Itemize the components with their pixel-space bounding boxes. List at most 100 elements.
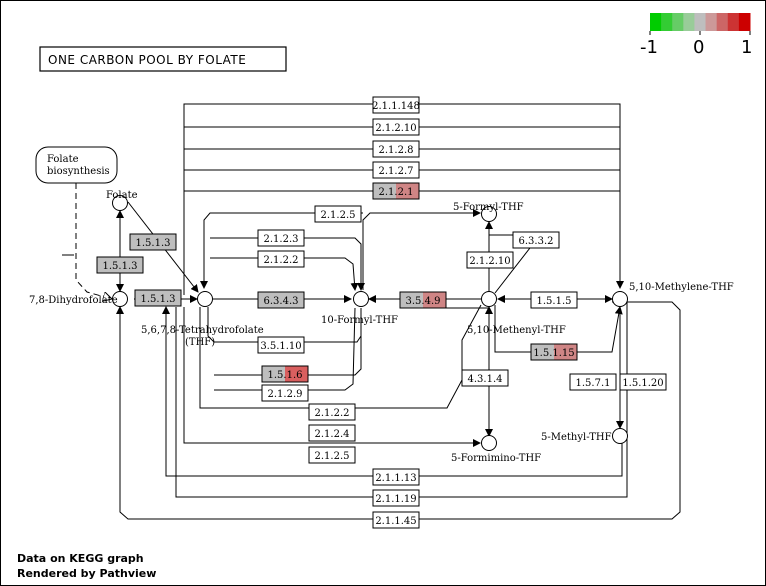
enzyme-box-border: [129, 233, 177, 251]
enzyme-box-2-1-2-2-a[interactable]: 2.1.2.2: [257, 250, 305, 268]
enzyme-box-4-3-1-4[interactable]: 4.3.1.4: [461, 369, 509, 387]
enzyme-label: 1.5.1.20: [622, 378, 663, 389]
enzyme-label: 2.1.1.45: [375, 516, 416, 527]
enzyme-box-2-1-1-19[interactable]: 2.1.1.19: [372, 489, 420, 507]
enzyme-box-border: [257, 291, 305, 309]
enzyme-box-2-1-2-5-bot[interactable]: 2.1.2.5: [308, 446, 356, 464]
enzyme-box-border: [372, 161, 420, 179]
enzyme-box-fill: [258, 251, 304, 267]
compound-5-methyl-thf[interactable]: [612, 428, 628, 444]
enzyme-label: 2.1.2.1: [379, 187, 414, 198]
enzyme-box-1-5-1-6[interactable]: 1.5.1.6: [261, 365, 309, 383]
enzyme-label: 1.5.7.1: [576, 378, 611, 389]
enzyme-box-border: [308, 424, 356, 442]
enzyme-box-2-1-1-13[interactable]: 2.1.1.13: [372, 468, 420, 486]
enzyme-box-border: [372, 118, 420, 136]
enzyme-box-border: [261, 365, 309, 383]
enzyme-box-2-1-2-8[interactable]: 2.1.2.8: [372, 140, 420, 158]
enzyme-box-2-1-2-4[interactable]: 2.1.2.4: [308, 424, 356, 442]
compound-5-10-methylene-thf[interactable]: [612, 291, 628, 307]
scale-label-mid: 0: [693, 37, 704, 58]
enzyme-boxes: 2.1.1.148 2.1.2.10 2.1.2.8 2.1.2.7 2.1.2.1 2.…: [96, 96, 667, 529]
enzyme-label: 2.1.1.19: [375, 494, 416, 505]
color-scale-swatch: [716, 13, 729, 31]
enzyme-box-border: [257, 250, 305, 268]
color-scale-swatch: [661, 13, 673, 31]
enzyme-box-1-5-1-3-b[interactable]: 1.5.1.3: [96, 256, 144, 274]
credit-line-1: Data on KEGG graph: [17, 552, 144, 565]
enzyme-box-fill: [130, 234, 176, 250]
enzyme-box-1-5-7-1[interactable]: 1.5.7.1: [569, 373, 617, 391]
compound-5-10-methenyl-thf[interactable]: [481, 291, 497, 307]
enzyme-box-border: [372, 96, 420, 114]
compound-label-thf: 5,6,7,8-Tetrahydrofolate: [141, 325, 264, 336]
enzyme-box-border: [314, 205, 362, 223]
compound-label-5-10-methenyl-thf: 5,10-Methenyl-THF: [467, 325, 566, 336]
enzyme-box-1-5-1-20[interactable]: 1.5.1.20: [619, 373, 667, 391]
enzyme-box-border: [308, 446, 356, 464]
enzyme-box-2-1-1-148[interactable]: 2.1.1.148: [372, 96, 420, 114]
enzyme-box-2-1-1-45[interactable]: 2.1.1.45: [372, 511, 420, 529]
enzyme-box-fill: [531, 292, 577, 308]
compound-5-formyl-thf[interactable]: [481, 206, 497, 222]
enzyme-box-1-5-1-3-c[interactable]: 1.5.1.3: [134, 289, 182, 307]
compounds: Folate 7,8-Dihydrofolate 5,6,7,8-Tetrahy…: [29, 190, 734, 464]
enzyme-box-fill: [513, 232, 559, 248]
enzyme-box-2-1-2-3[interactable]: 2.1.2.3: [257, 229, 305, 247]
enzyme-box-border: [399, 291, 447, 309]
color-scale: -1 0 1: [640, 13, 752, 58]
compound-dihydrofolate[interactable]: [112, 291, 128, 307]
enzyme-box-border: [530, 291, 578, 309]
enzyme-box-2-1-2-9[interactable]: 2.1.2.9: [261, 384, 309, 402]
compound-thf[interactable]: [197, 291, 213, 307]
enzyme-box-fill: [258, 230, 304, 246]
enzyme-box-2-1-2-1[interactable]: 2.1.2.1: [372, 182, 420, 200]
enzyme-label: 2.1.2.7: [379, 166, 414, 177]
page-title: ONE CARBON POOL BY FOLATE: [48, 53, 246, 67]
enzyme-box-fill-expr: [423, 292, 446, 308]
enzyme-box-6-3-3-2[interactable]: 6.3.3.2: [512, 231, 560, 249]
enzyme-box-3-5-1-10[interactable]: 3.5.1.10: [257, 336, 305, 354]
enzyme-box-fill: [467, 252, 513, 268]
compound-5-formimino-thf[interactable]: [481, 435, 497, 451]
enzyme-box-border: [569, 373, 617, 391]
color-scale-swatch: [738, 13, 751, 31]
enzyme-box-fill-expr: [554, 344, 577, 360]
map-link-label-line2: biosynthesis: [47, 166, 110, 177]
enzyme-label: 4.3.1.4: [468, 374, 503, 385]
enzyme-box-2-1-2-10-top[interactable]: 2.1.2.10: [372, 118, 420, 136]
enzyme-box-2-1-2-2-b[interactable]: 2.1.2.2: [308, 403, 356, 421]
compound-label-5-methyl-thf: 5-Methyl-THF: [541, 432, 612, 443]
color-scale-swatch: [672, 13, 684, 31]
enzyme-label: 2.1.2.5: [321, 210, 356, 221]
enzyme-box-1-5-1-3-a[interactable]: 1.5.1.3: [129, 233, 177, 251]
enzyme-box-fill-expr: [396, 183, 419, 199]
enzyme-box-border: [619, 373, 667, 391]
compound-10-formyl-thf[interactable]: [353, 291, 369, 307]
enzyme-box-fill: [135, 290, 181, 306]
enzyme-box-2-1-2-5-top[interactable]: 2.1.2.5: [314, 205, 362, 223]
enzyme-box-3-5-4-9[interactable]: 3.5.4.9: [399, 291, 447, 309]
enzyme-box-fill: [315, 206, 361, 222]
map-link-folate-biosynthesis[interactable]: [35, 146, 118, 184]
enzyme-box-fill: [373, 469, 419, 485]
enzyme-label: 6.3.3.2: [519, 236, 554, 247]
enzyme-box-2-1-2-10-mid[interactable]: 2.1.2.10: [466, 251, 514, 269]
enzyme-box-2-1-2-7[interactable]: 2.1.2.7: [372, 161, 420, 179]
color-scale-swatch: [683, 13, 695, 31]
enzyme-box-1-5-1-5[interactable]: 1.5.1.5: [530, 291, 578, 309]
enzyme-box-fill: [97, 257, 143, 273]
enzyme-box-border: [257, 336, 305, 354]
enzyme-box-6-3-4-3[interactable]: 6.3.4.3: [257, 291, 305, 309]
enzyme-box-fill: [570, 374, 616, 390]
compound-folate[interactable]: [112, 195, 128, 211]
enzyme-label: 3.5.4.9: [406, 296, 441, 307]
enzyme-box-fill: [373, 490, 419, 506]
enzyme-label: 1.5.1.5: [537, 296, 572, 307]
enzyme-box-1-5-1-15[interactable]: 1.5.1.15: [530, 343, 578, 361]
enzyme-label: 1.5.1.3: [103, 261, 138, 272]
enzyme-box-fill: [258, 292, 304, 308]
color-scale-swatch: [705, 13, 718, 31]
enzyme-box-border: [372, 489, 420, 507]
enzyme-label: 2.1.2.9: [268, 389, 303, 400]
